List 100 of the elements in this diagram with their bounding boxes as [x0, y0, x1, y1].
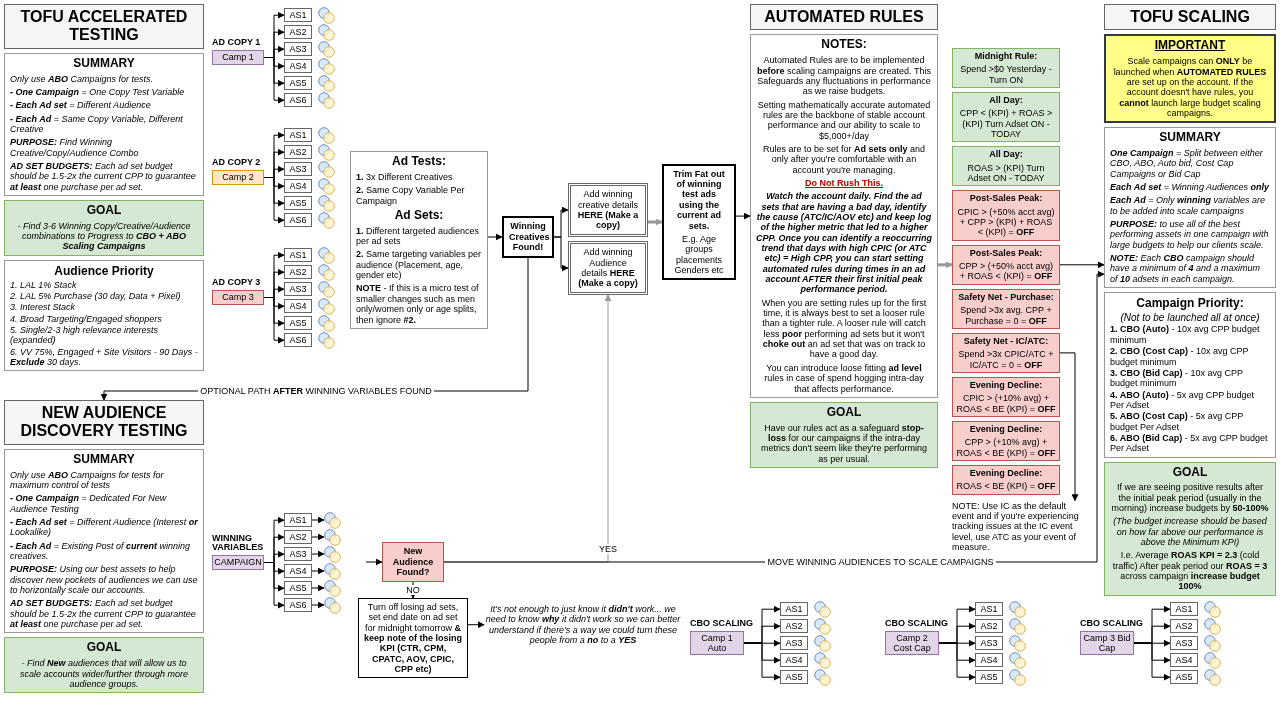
rule-text: Spend >$0 Yesterday - Turn ON	[959, 64, 1053, 86]
ad-circles-icon	[318, 57, 335, 75]
card-text: 4. Broad Targeting/Engaged shoppers	[10, 313, 163, 324]
card-text: Each Ad set = Winning Audiences only	[1110, 182, 1270, 193]
box-text: E.g. Age groups placements Genders etc	[673, 233, 725, 276]
note-card	[4, 52, 204, 196]
section-title-box: TOFU ACCELERATED TESTING	[4, 4, 204, 49]
rule-text: CPIC > (+10% avg) + ROAS < BE (KPI) = OFF	[956, 393, 1056, 414]
rule-text: CPIC > (+50% acct avg) + CPP > (KPI) + ROAS < (KPI) = OFF	[956, 206, 1056, 238]
process-box: Winning Creatives Found!	[502, 216, 554, 258]
ad-set-box: AS6	[284, 598, 312, 613]
tree-label: CBO SCALING	[885, 618, 948, 629]
ad-set-box: AS4	[975, 653, 1003, 668]
arrow	[311, 567, 325, 575]
ad-circles-icon	[318, 280, 335, 298]
card-heading: Campaign Priority:	[1135, 297, 1245, 311]
card-text: PURPOSE: Find Winning Creative/Copy/Audience Combo	[10, 137, 140, 158]
ad-circles-icon	[318, 297, 335, 315]
card-text: I.e. Average ROAS KPI = 2.3 (cold traffic) After peak period our ROAS = 3 across campaign increase budget 100%	[1111, 550, 1269, 592]
card-heading: Audience Priority	[53, 264, 155, 279]
arrow	[263, 297, 285, 344]
goal-box	[4, 200, 204, 256]
ad-set-box: AS4	[1170, 653, 1198, 668]
ad-set-box: AS4	[284, 59, 312, 74]
note-card	[4, 448, 204, 634]
arrow	[311, 550, 325, 558]
arrow	[1059, 261, 1105, 269]
ad-set-box: AS5	[284, 316, 312, 331]
card-text: (The budget increase should be based on how far above our performance is above the Minimum KPI)	[1112, 516, 1268, 548]
card-text: 2. Same Copy Variable Per Campaign	[356, 185, 466, 206]
ad-circles-icon	[318, 143, 335, 161]
ad-set-box: AS4	[780, 653, 808, 668]
ad-set-box: AS5	[284, 581, 312, 596]
ad-circles-icon	[318, 126, 335, 144]
section-title-box: TOFU SCALING	[1104, 4, 1276, 31]
rule-heading: Post-Sales Peak:	[968, 247, 1044, 259]
ad-circles-icon	[814, 634, 831, 652]
ad-circles-icon	[1204, 634, 1221, 652]
tree-label: CBO SCALING	[1080, 618, 1143, 629]
ad-set-box: AS1	[284, 128, 312, 143]
campaign-box: Camp 2	[212, 170, 264, 185]
ad-set-box: AS3	[1170, 636, 1198, 651]
arrow	[1059, 352, 1079, 502]
ad-circles-icon	[1204, 651, 1221, 669]
ad-set-box: AS2	[1170, 619, 1198, 634]
note-card	[1104, 127, 1276, 289]
card-text: - Each Ad = Same Copy Variable, Different Creative	[10, 113, 184, 135]
card-text: 1. CBO (Auto) - 10x avg CPP budget minimum	[1110, 324, 1261, 346]
campaign-box: Camp 1 Auto	[690, 630, 744, 656]
ad-circles-icon	[1009, 668, 1026, 686]
process-box: Add winning Audience details HERE (Make a copy)	[568, 241, 648, 295]
card-text: 1. LAL 1% Stack	[10, 279, 78, 290]
card-heading: Ad Tests:	[391, 155, 447, 169]
arrow	[311, 584, 325, 592]
arrow	[648, 218, 663, 226]
ad-circles-icon	[1009, 600, 1026, 618]
card-heading: GOAL	[85, 204, 123, 218]
card-text: - Each Ad = Existing Post of current winning creatives.	[10, 540, 192, 562]
rule-heading: Evening Decline:	[968, 379, 1044, 391]
ad-set-box: AS6	[284, 93, 312, 108]
card-text: - Each Ad set = Different Audience	[10, 100, 152, 111]
ad-set-box: AS3	[975, 636, 1003, 651]
card-text: 5. Single/2-3 high relevance interests (expanded)	[10, 325, 160, 346]
campaign-box: Camp 3	[212, 290, 264, 305]
card-text: Only use ABO Campaigns for tests for maximum control of tests	[10, 469, 165, 491]
ad-set-box: AS2	[780, 619, 808, 634]
ad-circles-icon	[318, 91, 335, 109]
tree-label: AD COPY 3	[212, 278, 261, 289]
note-card	[350, 151, 488, 329]
edge-label: YES	[597, 543, 619, 555]
arrow	[735, 212, 751, 220]
ad-set-box: AS3	[284, 547, 312, 562]
card-text: Automated Rules are to be implemented before scaling campaigns are created. This Safeguards any fluctuations in performance as we raise budgets.	[756, 55, 932, 97]
ad-set-box: AS4	[284, 564, 312, 579]
rule-heading: Evening Decline:	[968, 423, 1044, 435]
ad-set-box: AS5	[284, 196, 312, 211]
ad-circles-icon	[1009, 634, 1026, 652]
card-text: 2. CBO (Cost Cap) - 10x avg CPP budget minimum	[1110, 346, 1250, 367]
ad-circles-icon	[814, 668, 831, 686]
arrow	[553, 236, 569, 272]
ad-circles-icon	[318, 6, 335, 24]
arrow	[743, 642, 781, 681]
rule-heading: All Day:	[988, 95, 1024, 106]
ad-set-box: AS1	[780, 602, 808, 617]
ad-set-box: AS5	[1170, 670, 1198, 685]
card-text: AD SET BUDGETS: Each ad set budget should be 1.5-2x the current CPP to guarantee at least one purchase per ad set.	[10, 161, 197, 192]
card-text: 3. CBO (Bid Cap) - 10x avg CPP budget minimum	[1110, 367, 1244, 389]
rule-text: Spend >3x avg. CPP + Purchase = 0 = OFF	[959, 305, 1053, 326]
ad-set-box: AS1	[1170, 602, 1198, 617]
tree-label: AD COPY 2	[212, 158, 261, 169]
ad-circles-icon	[814, 651, 831, 669]
ad-set-box: AS6	[284, 333, 312, 348]
arrow	[311, 533, 325, 541]
card-text: - One Campaign = Dedicated For New Audience Testing	[10, 493, 168, 514]
decision-box: New Audience Found?	[382, 542, 444, 582]
process-box: Add winning creative details HERE (Make a copy)	[568, 183, 648, 237]
ad-circles-icon	[1009, 651, 1026, 669]
card-heading: GOAL	[1171, 465, 1209, 480]
card-text: Setting mathematically accurate automated rules are the backbone of stable account performance and our ability to scale to $5,000+/day	[756, 99, 932, 141]
card-text: - Find New audiences that will allow us to scale accounts wider/further through more audience groups.	[18, 658, 190, 690]
